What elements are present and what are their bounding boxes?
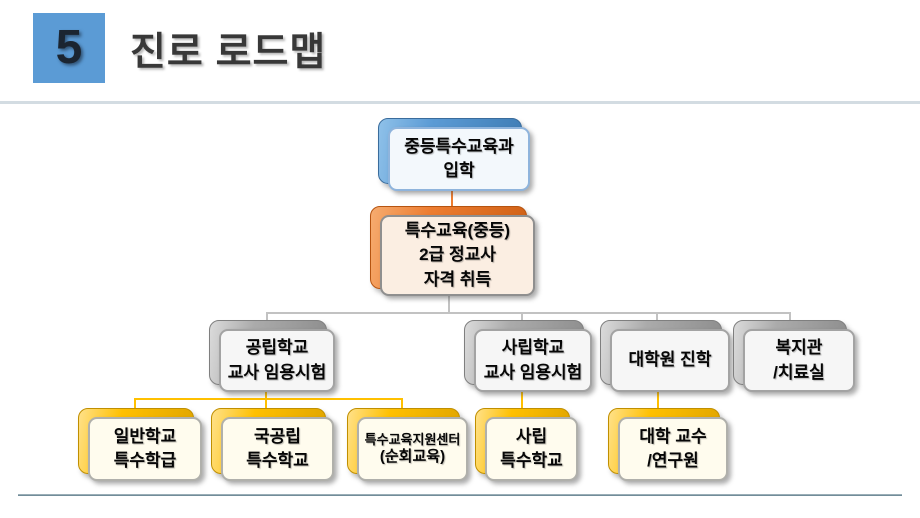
node-line: (순회교육)	[379, 447, 446, 465]
node-university-professor-researcher: 대학 교수 /연구원	[608, 408, 728, 481]
page-title: 진로 로드맵	[130, 31, 327, 74]
edge-drop-graduate-school	[656, 312, 658, 322]
node-front-card: 일반학교 특수학급	[88, 417, 202, 481]
header-divider	[0, 101, 920, 104]
node-line: /연구원	[647, 451, 699, 470]
section-number-badge: 5	[33, 13, 105, 83]
node-line: 입학	[443, 161, 475, 180]
node-front-card: 사립학교 교사 임용시험	[474, 329, 592, 392]
edge-drop-general-school	[134, 398, 136, 409]
edge-drop-welfare-center	[789, 312, 791, 322]
node-public-school-exam: 공립학교 교사 임용시험	[209, 320, 335, 392]
node-line: 특수학교	[246, 451, 309, 470]
node-line: 대학 교수	[639, 426, 707, 446]
node-line: 특수교육지원센터	[364, 431, 461, 447]
node-front-card: 공립학교 교사 임용시험	[219, 329, 335, 392]
footer-divider	[18, 494, 902, 496]
node-line: 중등특수교육과	[404, 136, 514, 156]
edge-drop-support-center	[401, 398, 403, 409]
node-front-card: 특수교육지원센터 (순회교육)	[357, 417, 468, 481]
node-line: 사립학교	[501, 338, 565, 358]
node-line: 자격 취득	[423, 269, 492, 289]
node-line: 일반학교	[113, 426, 177, 446]
node-special-ed-support-center: 특수교육지원센터 (순회교육)	[347, 408, 468, 481]
node-front-card: 중등특수교육과 입학	[388, 127, 530, 191]
edge-drop-private-school-exam	[521, 312, 523, 322]
edge-public-exam-hbar	[134, 398, 403, 400]
node-front-card: 사립 특수학교	[485, 417, 578, 481]
node-front-card: 국공립 특수학교	[221, 417, 334, 481]
node-teacher-certificate: 특수교육(중등) 2급 정교사 자격 취득	[370, 206, 535, 296]
node-line: 국공립	[254, 426, 301, 446]
node-line: 특수학급	[113, 451, 177, 470]
node-front-card: 복지관 /치료실	[743, 329, 855, 392]
edge-gradschool-professor	[657, 392, 659, 409]
node-line: 특수학교	[500, 451, 563, 470]
edge-certificate-riser	[448, 296, 450, 313]
edge-admission-certificate	[451, 190, 453, 216]
edge-drop-national-public	[265, 398, 267, 409]
node-front-card: 대학 교수 /연구원	[618, 417, 728, 481]
node-national-public-special-school: 국공립 특수학교	[211, 408, 334, 481]
edge-drop-public-school-exam	[266, 312, 268, 322]
node-private-school-exam: 사립학교 교사 임용시험	[464, 320, 592, 392]
node-line: 대학원 진학	[628, 350, 712, 370]
node-front-card: 대학원 진학	[610, 329, 730, 392]
node-admission: 중등특수교육과 입학	[378, 118, 530, 191]
edge-public-exam-riser	[265, 392, 267, 400]
node-line: 교사 임용시험	[227, 362, 327, 382]
node-line: 특수교육(중등)	[404, 221, 511, 241]
node-line: 복지관	[775, 338, 823, 358]
edge-private-exam-private-school	[521, 392, 523, 409]
section-number: 5	[55, 21, 83, 74]
node-line: 교사 임용시험	[483, 362, 583, 382]
node-front-card: 특수교육(중등) 2급 정교사 자격 취득	[380, 215, 535, 296]
node-line: 사립	[515, 426, 548, 446]
node-welfare-center-therapy-room: 복지관 /치료실	[733, 320, 855, 392]
node-general-school-special-class: 일반학교 특수학급	[78, 408, 202, 481]
node-line: 공립학교	[245, 338, 309, 358]
node-line: /치료실	[773, 362, 825, 382]
node-private-special-school: 사립 특수학교	[475, 408, 578, 481]
edge-certificate-hbar	[266, 312, 791, 314]
node-line: 2급 정교사	[419, 245, 496, 265]
node-graduate-school: 대학원 진학	[600, 320, 730, 392]
